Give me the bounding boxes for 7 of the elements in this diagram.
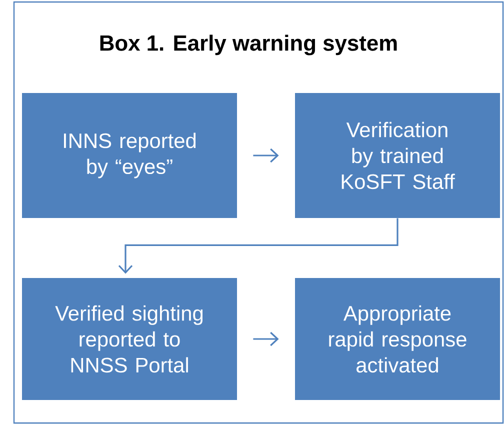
process-box: INNS reported by “eyes” (22, 93, 237, 218)
arrow (253, 148, 279, 163)
process-box: Verified sighting reported to NNSS Portal (22, 278, 237, 400)
process-box: Appropriate rapid response activated (295, 278, 500, 400)
process-box: Verification by trained KoSFT Staff (295, 93, 500, 218)
arrow (253, 332, 279, 346)
arrow (118, 218, 398, 274)
